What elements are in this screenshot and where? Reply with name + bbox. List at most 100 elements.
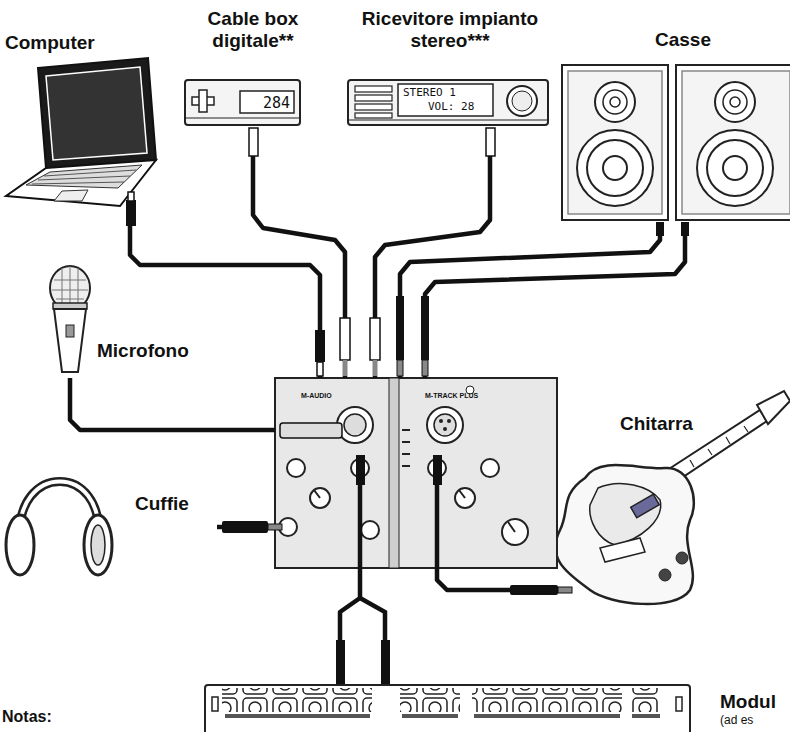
stereo-receiver	[507, 86, 537, 116]
plugs	[558, 587, 572, 593]
cable-box	[185, 80, 300, 125]
microphone	[54, 309, 86, 372]
laptop	[6, 58, 156, 206]
cable	[375, 128, 490, 378]
cable	[70, 378, 275, 430]
laptop	[46, 67, 147, 160]
plugs	[396, 296, 404, 360]
guitar	[676, 552, 688, 564]
plugs	[249, 128, 258, 156]
patch-bay	[212, 697, 218, 711]
audio-interface	[443, 427, 447, 431]
speakers	[595, 82, 635, 122]
device-label: Cable box digitale**	[188, 8, 318, 52]
laptop	[44, 170, 136, 176]
speakers	[682, 71, 790, 214]
audio-interface	[439, 419, 443, 423]
cable-box	[240, 91, 294, 113]
patch-bay	[222, 688, 372, 712]
speakers	[715, 82, 755, 122]
stereo-receiver	[398, 84, 493, 116]
plugs	[422, 360, 428, 376]
plugs	[373, 360, 377, 376]
speakers	[603, 156, 627, 180]
brand-text: M-AUDIO	[301, 392, 361, 400]
audio-interface	[455, 488, 475, 508]
stereo-receiver	[348, 80, 548, 125]
speakers	[577, 130, 653, 206]
audio-interface	[508, 522, 515, 532]
audio-interface	[361, 521, 379, 539]
plugs	[317, 362, 323, 376]
speakers	[562, 65, 668, 220]
device-label: Modul	[720, 691, 790, 713]
interface-node: M-AUDIO M-TRACK PLUS	[275, 378, 557, 568]
patch-bay	[225, 714, 660, 718]
device-label: Microfono	[97, 340, 217, 362]
headphones	[6, 482, 112, 576]
audio-interface	[287, 459, 305, 477]
plugs	[340, 318, 350, 360]
guitar	[631, 494, 660, 517]
speakers	[603, 90, 627, 114]
audio-interface	[393, 378, 557, 568]
audio-interface	[447, 419, 451, 423]
plugs	[128, 192, 134, 201]
laptop	[38, 176, 130, 180]
speakers	[697, 130, 773, 206]
cable-group	[70, 128, 685, 683]
stereo-receiver	[348, 80, 548, 125]
device-label: Ricevitore impianto stereo***	[355, 8, 545, 52]
guitar	[590, 484, 661, 545]
plugs	[421, 296, 429, 360]
audio-interface	[314, 490, 320, 498]
audio-interface	[275, 378, 557, 568]
stereo-receiver	[512, 91, 532, 111]
audio-interface	[344, 414, 366, 436]
device-node: Modul(ad es	[205, 683, 790, 732]
note-heading: Notas:	[2, 708, 82, 726]
audio-interface	[459, 490, 465, 498]
cable	[400, 222, 660, 378]
microphone	[52, 266, 88, 310]
headphones	[6, 515, 34, 575]
audio-interface	[502, 519, 528, 545]
plugs	[280, 423, 342, 438]
device-node: Computer	[0, 28, 170, 208]
laptop	[6, 160, 156, 206]
device-label: Chitarra	[620, 413, 730, 435]
display-text: 284	[242, 94, 290, 112]
device-label: (ad es	[720, 714, 790, 728]
cable	[253, 128, 345, 378]
guitar	[600, 538, 645, 562]
device-label: Cuffie	[135, 493, 215, 515]
plugs	[360, 470, 437, 568]
speakers	[568, 71, 662, 214]
plugs	[486, 128, 495, 156]
guitar	[757, 391, 790, 424]
device-node: Microfono	[40, 268, 220, 378]
patch-bay	[400, 688, 460, 712]
audio-interface	[434, 414, 456, 436]
speakers	[610, 97, 620, 107]
audio-interface	[427, 407, 463, 443]
speakers	[730, 97, 740, 107]
plugs	[336, 640, 345, 684]
audio-interface	[310, 488, 330, 508]
microphone	[66, 325, 74, 337]
audio-interface	[481, 459, 499, 477]
plugs	[268, 524, 282, 530]
patch-bay	[205, 685, 690, 732]
headphones	[84, 515, 112, 575]
speakers	[676, 65, 790, 220]
laptop	[54, 190, 88, 201]
speakers	[562, 65, 790, 220]
audio-interface	[389, 378, 399, 568]
brand-text: M-TRACK PLUS	[425, 392, 505, 400]
guitar	[555, 391, 790, 604]
stereo-receiver	[355, 95, 392, 101]
